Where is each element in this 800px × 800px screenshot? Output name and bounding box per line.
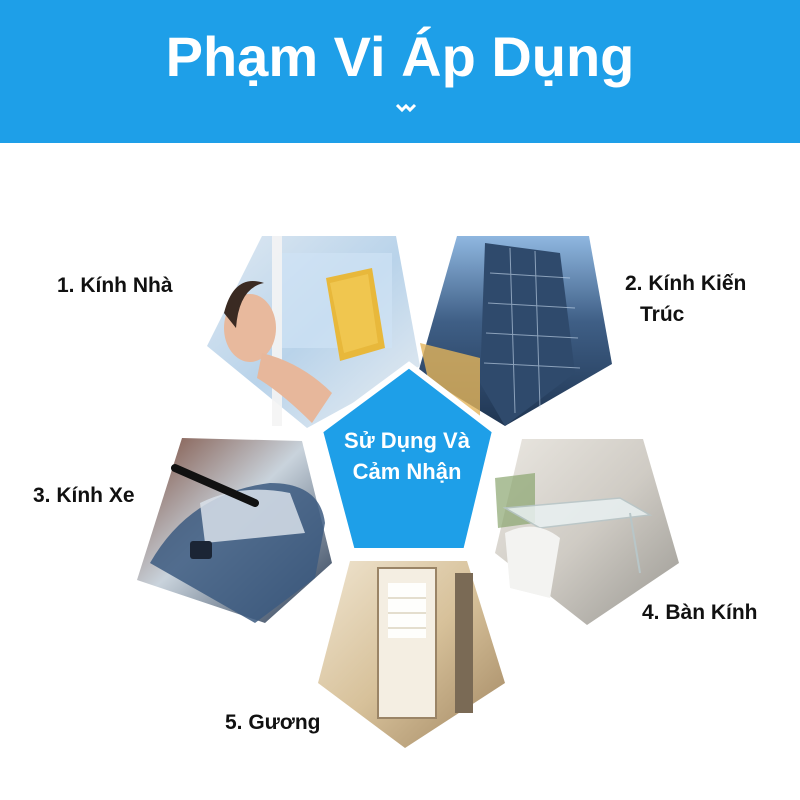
label-kinh-nha: 1. Kính Nhà: [57, 274, 173, 297]
photo-kinh-kien-truc: [418, 236, 612, 426]
label-kinh-kien-truc-2: Trúc: [640, 303, 685, 326]
center-pentagon: [316, 361, 499, 554]
chevron-down-icon: [395, 103, 417, 113]
center-text-line-2: Cảm Nhận: [353, 459, 462, 484]
center-text-line-1: Sử Dụng Và: [344, 428, 471, 453]
photo-guong: [318, 561, 505, 748]
photo-kinh-xe: [137, 438, 332, 623]
label-guong: 5. Gương: [225, 711, 321, 734]
label-ban-kinh: 4. Bàn Kính: [642, 601, 758, 624]
usage-diagram: Sử Dụng Và Cảm Nhận: [137, 236, 679, 748]
page-title: Phạm Vi Áp Dụng: [165, 25, 635, 88]
photo-kinh-nha: [207, 236, 420, 428]
photo-ban-kinh: [495, 439, 679, 625]
header-banner: Phạm Vi Áp Dụng: [0, 0, 800, 143]
label-kinh-kien-truc-1: 2. Kính Kiến: [625, 272, 747, 295]
label-kinh-xe: 3. Kính Xe: [33, 484, 135, 507]
